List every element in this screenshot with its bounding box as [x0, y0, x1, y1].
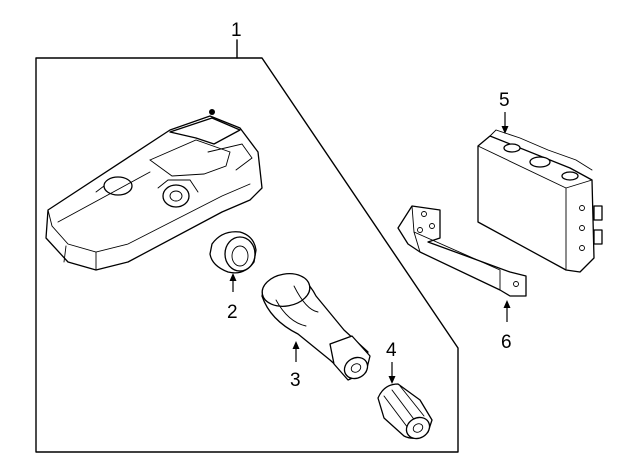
callout-4: 4: [386, 340, 397, 361]
leader-arrow-4: [388, 362, 396, 384]
valve-stem: [261, 273, 371, 381]
leader-arrow-5: [501, 112, 509, 134]
valve-cap: [377, 383, 433, 440]
callout-6: 6: [501, 332, 512, 353]
grommet-seal: [209, 231, 257, 274]
part-group-boundary: [35, 39, 459, 453]
callout-2: 2: [227, 302, 238, 323]
leader-arrow-6: [503, 300, 511, 322]
mounting-bracket: [397, 205, 527, 297]
tpms-sensor-body: [45, 109, 263, 271]
leader-arrow-2: [229, 273, 237, 292]
callout-1: 1: [231, 20, 242, 41]
control-module: [477, 129, 603, 273]
callout-3: 3: [290, 370, 301, 391]
callout-5: 5: [499, 90, 510, 111]
leader-arrow-3: [292, 341, 300, 362]
